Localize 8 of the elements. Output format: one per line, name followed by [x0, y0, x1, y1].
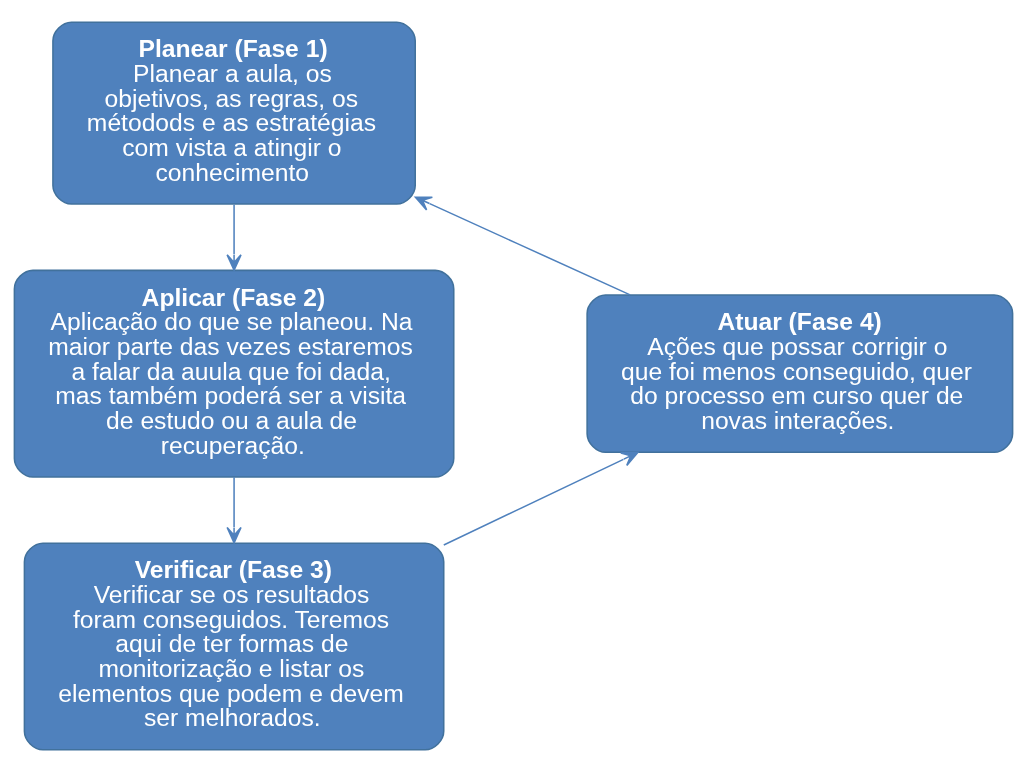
arrow	[226, 475, 242, 544]
arrow	[443, 451, 639, 546]
node-box: Verificar (Fase 3) Verificar se os resultados foram conseguidos. Teremos aqui de ter formas de monitorização e listar os elementos que podem e devem ser melhorados.	[23, 542, 445, 751]
node-box: Planear (Fase 1) Planear a aula, os objetivos, as regras, os métodods e as estratégias com vista a atingir o conhecimento	[52, 20, 416, 205]
node-box: Aplicar (Fase 2) Aplicação do que se planeou. Na maior parte das vezes estaremos a falar da auula que foi dada, mas também poderá ser a visita de estudo ou a aula de recuperação.	[13, 269, 455, 478]
arrow	[226, 203, 242, 271]
arrow	[414, 195, 631, 296]
node-box: Atuar (Fase 4) Ações que possar corrigir o que foi menos conseguido, quer do processo em curso quer de novas interações.	[586, 293, 1014, 453]
